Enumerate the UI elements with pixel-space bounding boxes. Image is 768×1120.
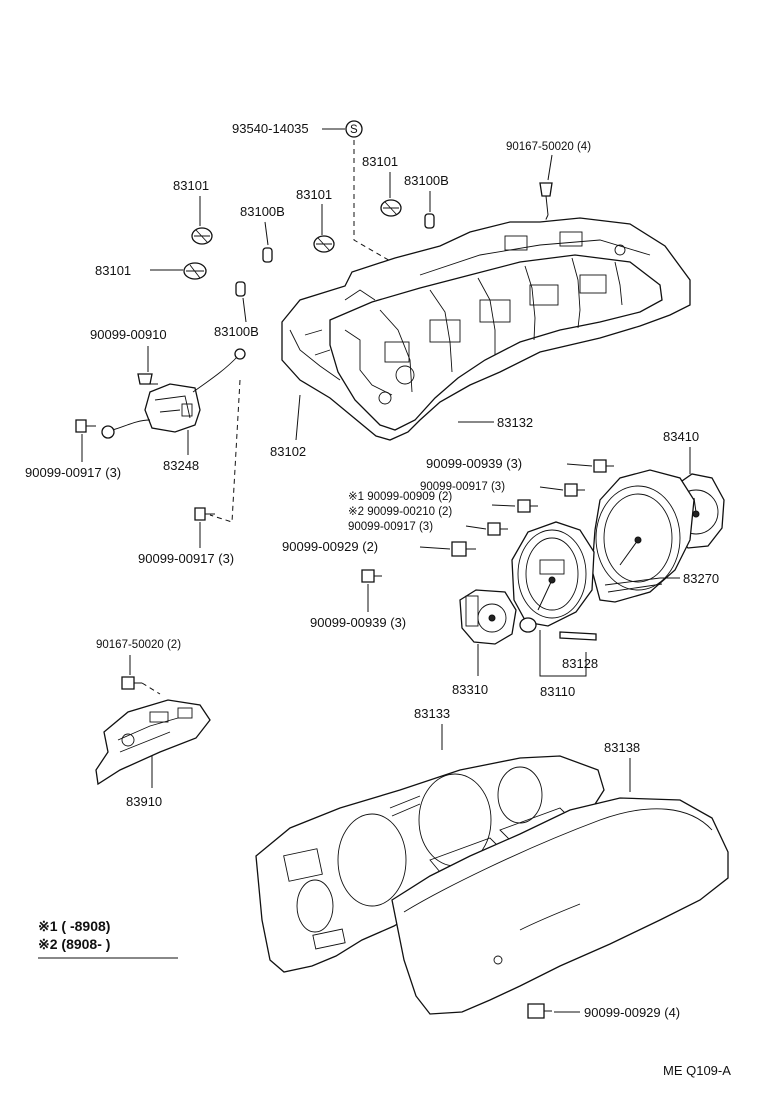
label-note1-90099-00909: ※1 90099-00909 (2) bbox=[348, 491, 452, 503]
leader-83100b-b bbox=[264, 221, 269, 246]
dashed-leader-93540 bbox=[353, 140, 393, 263]
leader-83100b-c bbox=[242, 297, 247, 323]
screw-icon bbox=[539, 182, 553, 216]
switch-bracket bbox=[95, 699, 211, 786]
leader-90099-00909 bbox=[491, 504, 516, 507]
label-90099-00939-3-upper: 90099-00939 (3) bbox=[426, 456, 522, 471]
label-90099-00910: 90099-00910 bbox=[90, 327, 167, 342]
speedometer-gauge bbox=[591, 469, 695, 603]
screw-icon bbox=[487, 522, 508, 536]
leader-90099-00929a bbox=[419, 546, 451, 550]
meter-lens-glass bbox=[391, 797, 729, 1015]
s-mark-text: S bbox=[350, 124, 358, 136]
label-83102: 83102 bbox=[270, 444, 306, 459]
screw-icon bbox=[593, 459, 614, 473]
label-83110: 83110 bbox=[540, 684, 575, 699]
label-83410: 83410 bbox=[663, 429, 699, 444]
pointer-pin bbox=[559, 631, 597, 641]
label-83101-b: 83101 bbox=[362, 154, 398, 169]
label-83101-a: 83101 bbox=[173, 178, 209, 193]
screw-icon bbox=[137, 373, 158, 385]
screw-icon bbox=[527, 1003, 552, 1019]
screw-icon bbox=[517, 499, 538, 513]
label-90167-50020-2: 90167-50020 (2) bbox=[96, 639, 181, 651]
label-83100b-b: 83100B bbox=[240, 204, 285, 219]
label-90099-00929-4: 90099-00929 (4) bbox=[584, 1005, 680, 1020]
label-83270: 83270 bbox=[683, 571, 719, 586]
wire-terminal-icon bbox=[234, 348, 246, 360]
label-83910: 83910 bbox=[126, 794, 162, 809]
s-mark-icon bbox=[345, 120, 363, 138]
screw-icon bbox=[194, 507, 215, 521]
label-93540-14035: 93540-14035 bbox=[232, 121, 309, 136]
dashed-leader-90167b bbox=[141, 682, 161, 695]
screw-icon bbox=[121, 676, 142, 690]
leader-90099-00939a bbox=[566, 463, 593, 467]
leader-90099-00917d bbox=[465, 525, 487, 530]
bulb-socket-icon bbox=[519, 617, 537, 633]
label-83132: 83132 bbox=[497, 415, 533, 430]
label-83138: 83138 bbox=[604, 740, 640, 755]
label-83100b-c: 83100B bbox=[214, 324, 259, 339]
label-83101-d: 83101 bbox=[95, 263, 131, 278]
sensor-wire-left bbox=[111, 419, 151, 431]
label-83133: 83133 bbox=[414, 706, 450, 721]
bulb-socket-icon bbox=[183, 262, 207, 280]
leader-83102 bbox=[295, 394, 301, 441]
tachometer-gauge bbox=[511, 521, 595, 627]
bulb-socket-icon bbox=[380, 199, 402, 217]
sensor-wire bbox=[192, 355, 239, 393]
label-90099-00917-3-left: 90099-00917 (3) bbox=[25, 465, 121, 480]
note-1: ※1 ( -8908) bbox=[38, 918, 110, 934]
footer-code: ME Q109-A bbox=[663, 1063, 731, 1078]
wedge-bulb-icon bbox=[262, 247, 273, 263]
wire-terminal-icon bbox=[101, 425, 115, 439]
dashed-leader-83248 bbox=[209, 379, 241, 523]
label-90099-00917-3-c: 90099-00917 (3) bbox=[420, 481, 505, 493]
circuit-frame bbox=[329, 231, 663, 431]
relay-bracket bbox=[144, 383, 201, 433]
bulb-socket-icon bbox=[313, 235, 335, 253]
label-90099-00917-3-d: 90099-00917 (3) bbox=[348, 521, 433, 533]
label-83248: 83248 bbox=[163, 458, 199, 473]
label-90099-00929-2: 90099-00929 (2) bbox=[282, 539, 378, 554]
screw-icon bbox=[451, 541, 476, 557]
temperature-gauge bbox=[459, 589, 517, 645]
screw-icon bbox=[564, 483, 585, 497]
label-note2-90099-00210: ※2 90099-00210 (2) bbox=[348, 506, 452, 518]
label-90167-50020-4: 90167-50020 (4) bbox=[506, 141, 591, 153]
bulb-socket-icon bbox=[191, 227, 213, 245]
screw-icon bbox=[75, 419, 96, 433]
leader-90167a bbox=[547, 154, 553, 181]
label-83100b-a: 83100B bbox=[404, 173, 449, 188]
label-83101-c: 83101 bbox=[296, 187, 332, 202]
label-90099-00917-3-lower: 90099-00917 (3) bbox=[138, 551, 234, 566]
label-83310: 83310 bbox=[452, 682, 488, 697]
wedge-bulb-icon bbox=[235, 281, 246, 297]
leader-83110-bracket bbox=[539, 630, 587, 677]
screw-icon bbox=[361, 569, 382, 583]
label-83128: 83128 bbox=[562, 656, 598, 671]
label-90099-00939-3-lower: 90099-00939 (3) bbox=[310, 615, 406, 630]
leader-90099-00917c bbox=[539, 486, 564, 491]
note-2: ※2 (8908- ) bbox=[38, 936, 110, 952]
wedge-bulb-icon bbox=[424, 213, 435, 229]
